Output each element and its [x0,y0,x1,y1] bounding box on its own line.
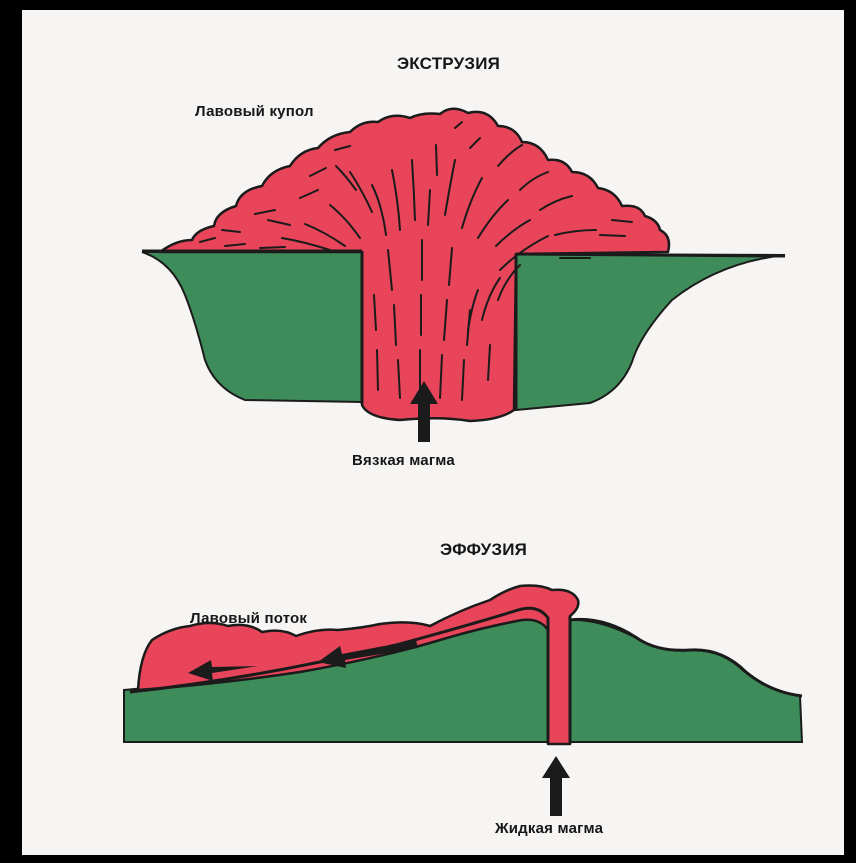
extrusion-ground-left [142,252,362,402]
liquid-magma-label: Жидкая магма [495,820,603,837]
effusion-title: ЭФФУЗИЯ [440,540,527,560]
liquid-magma-arrow-icon [542,756,570,816]
extrusion-diagram [142,109,785,442]
effusion-ground-right [568,620,802,742]
extrusion-title: ЭКСТРУЗИЯ [397,54,500,74]
lava-flow-label: Лавовый поток [190,610,307,627]
viscous-magma-label: Вязкая магма [352,452,455,469]
extrusion-surface-line-right [516,254,785,256]
lava-dome-label: Лавовый купол [195,103,314,120]
extrusion-ground-right [516,254,785,410]
